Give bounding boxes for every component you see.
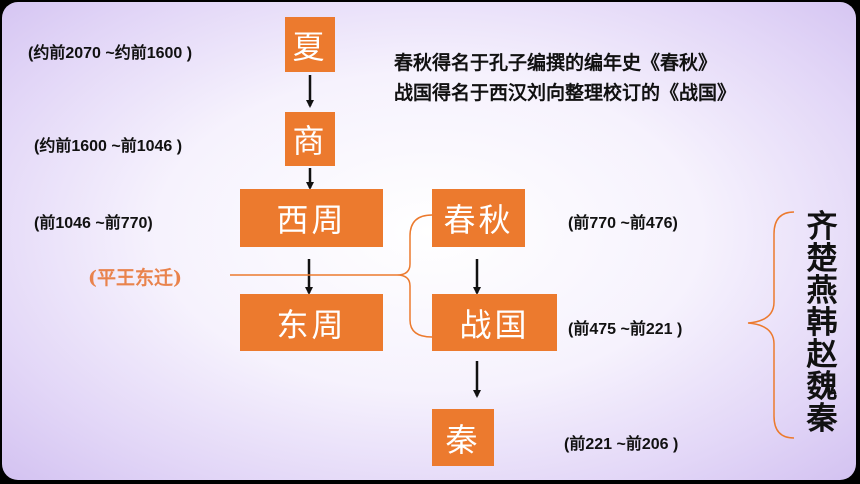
date-chunqiu: (前770 ~前476) [568, 215, 678, 232]
date-qin: (前221 ~前206 ) [564, 436, 679, 453]
event-pingwang-moves-east: (平王东迁) [88, 267, 182, 289]
box-qin: 秦 [432, 409, 494, 466]
note-zhanguo-origin: 战国得名于西汉刘向整理校订的《战国》 [394, 83, 737, 104]
label-xizhou: 西周 [276, 201, 347, 239]
date-xia: (约前2070 ~约前1600 ) [28, 45, 193, 62]
box-zhanguo: 战国 [432, 294, 557, 351]
label-qin: 秦 [445, 420, 481, 459]
label-chunqiu: 春秋 [443, 201, 514, 239]
box-xia: 夏 [285, 17, 335, 72]
date-shang: (约前1600 ~前1046 ) [34, 138, 183, 155]
warring-states-bracket [747, 211, 795, 439]
label-shang: 商 [292, 122, 328, 160]
note-chunqiu-origin: 春秋得名于孔子编撰的编年史《春秋》 [394, 53, 718, 74]
box-chunqiu: 春秋 [432, 189, 525, 247]
date-zhanguo: (前475 ~前221 ) [568, 321, 683, 338]
label-zhanguo: 战国 [459, 305, 530, 344]
date-xizhou: (前1046 ~前770) [34, 215, 153, 232]
dongzhou-bracket [396, 214, 433, 338]
box-shang: 商 [285, 112, 335, 166]
label-xia: 夏 [292, 27, 328, 66]
label-dongzhou: 东周 [276, 305, 347, 344]
warring-states-list: 齐楚燕韩赵魏秦 [806, 209, 838, 437]
box-xizhou: 西周 [240, 189, 383, 247]
box-dongzhou: 东周 [240, 294, 383, 351]
